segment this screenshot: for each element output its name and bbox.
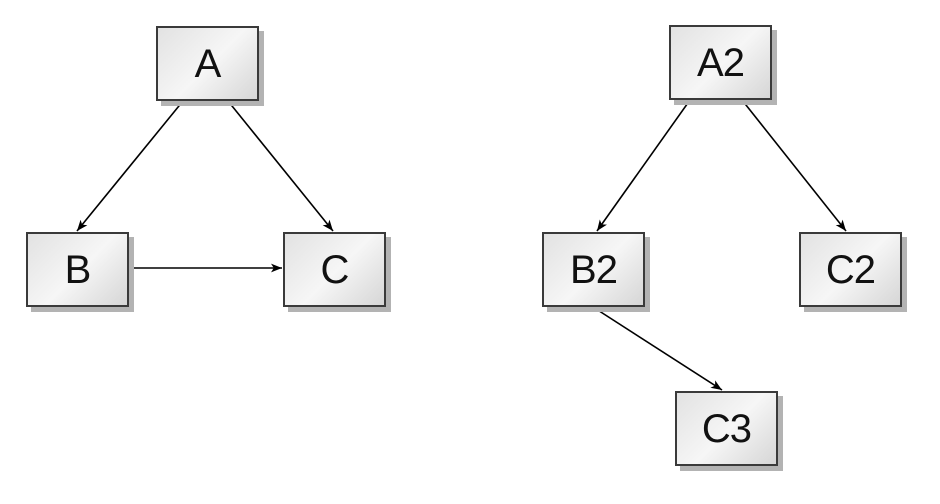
edge-A-to-B[interactable] bbox=[76, 100, 184, 232]
node-C2-label: C2 bbox=[825, 247, 876, 292]
node-A-label: A bbox=[194, 41, 222, 86]
node-B2[interactable]: B2 bbox=[542, 232, 645, 307]
node-A2-label: A2 bbox=[697, 40, 745, 85]
node-C-label: C bbox=[320, 247, 350, 292]
node-C[interactable]: C bbox=[283, 232, 386, 307]
node-B[interactable]: B bbox=[26, 232, 129, 307]
edge-A2-to-B2[interactable] bbox=[596, 99, 691, 232]
node-C3-label: C3 bbox=[701, 406, 752, 451]
node-C3[interactable]: C3 bbox=[675, 391, 778, 466]
edge-A2-to-C2[interactable] bbox=[741, 99, 847, 232]
node-A2[interactable]: A2 bbox=[669, 25, 772, 100]
edge-A-to-C[interactable] bbox=[227, 100, 334, 232]
edge-B2-to-C3[interactable] bbox=[592, 306, 723, 391]
node-A[interactable]: A bbox=[156, 26, 259, 101]
node-B-label: B bbox=[64, 247, 92, 292]
node-C2[interactable]: C2 bbox=[799, 232, 902, 307]
node-B2-label: B2 bbox=[570, 247, 618, 292]
